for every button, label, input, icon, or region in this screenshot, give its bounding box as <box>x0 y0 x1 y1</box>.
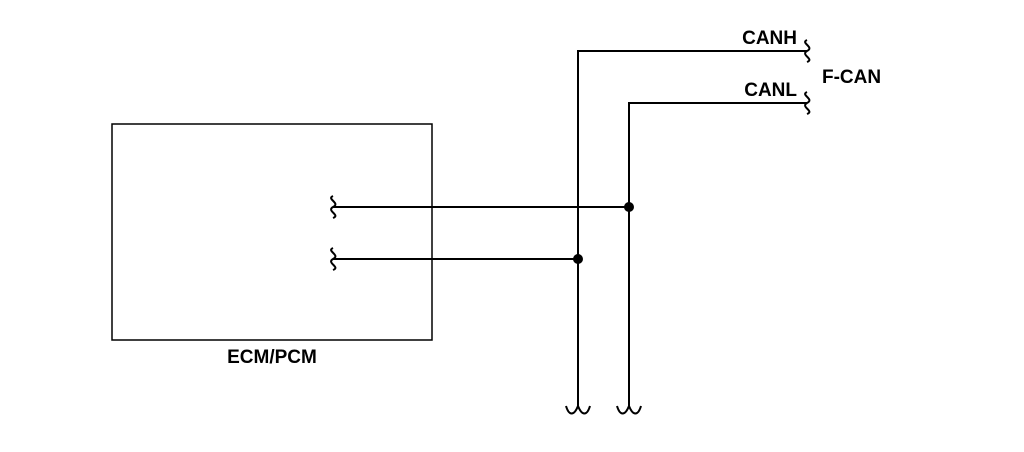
ecm-pcm-module-box <box>111 123 433 341</box>
canl-continuation-break <box>804 91 811 115</box>
canh-splice-dot <box>573 254 583 264</box>
f-can-bus-label: F-CAN <box>822 67 881 88</box>
ecm-pcm-label: ECM/PCM <box>227 347 317 368</box>
canl-label: CANL <box>744 80 797 101</box>
canh-bottom-break <box>565 403 591 415</box>
canh-bus-line <box>577 50 807 406</box>
canl-bottom-break <box>616 403 642 415</box>
canh-label: CANH <box>742 28 797 49</box>
canh-continuation-break <box>804 39 811 63</box>
canl-splice-dot <box>624 202 634 212</box>
canl-bus-line <box>628 102 807 406</box>
